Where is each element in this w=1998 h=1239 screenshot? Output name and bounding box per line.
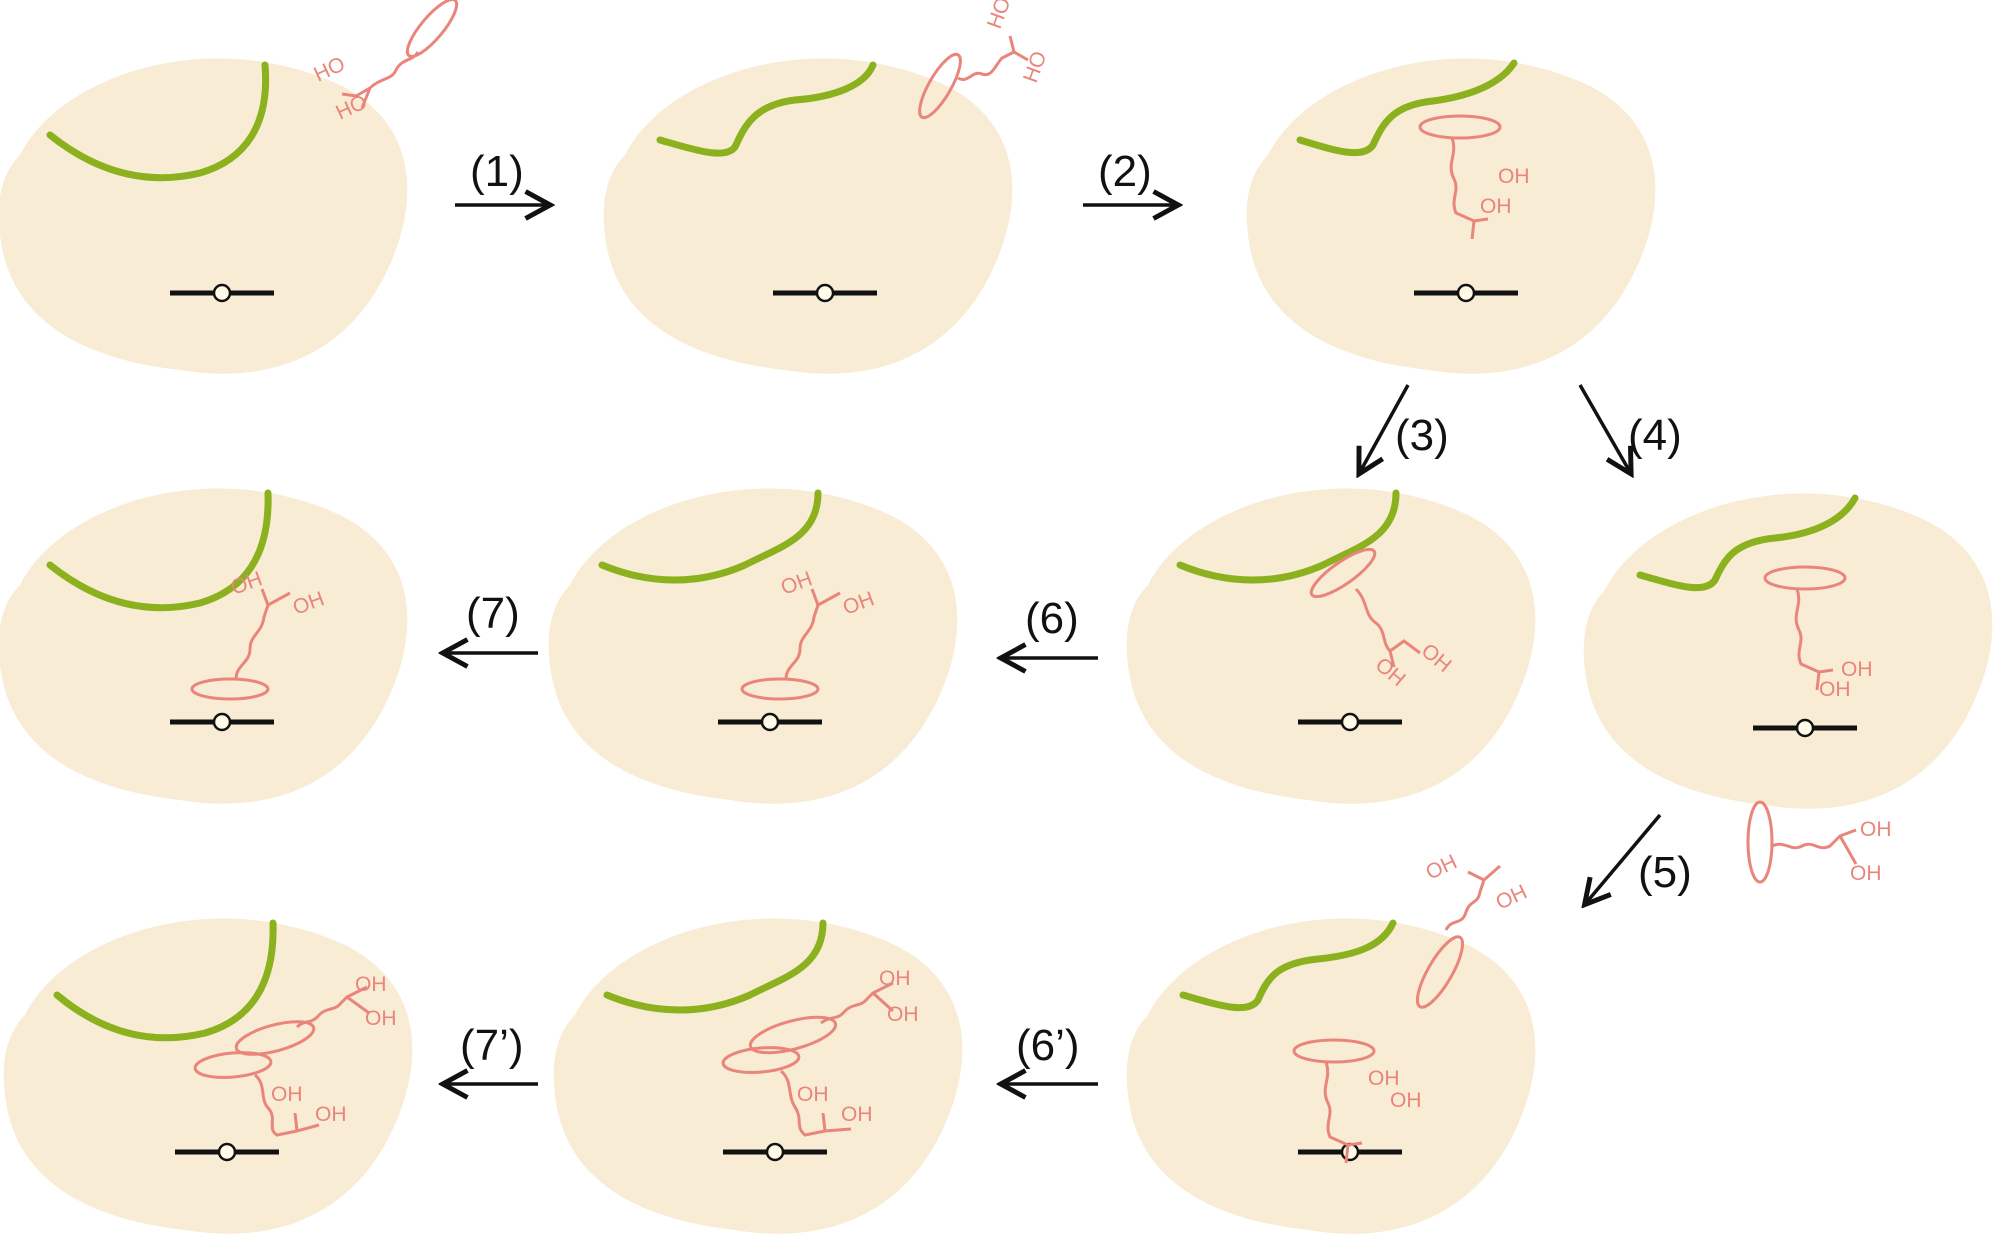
membrane-strand [1176, 489, 1400, 584]
hydroxyl-label: HO [983, 0, 1015, 32]
panel-6: OH OH [548, 488, 958, 804]
hydroxyl-label: OH [271, 1083, 303, 1106]
panel-5-result: OH OH [1126, 918, 1536, 1234]
hydroxyl-label: OH [1841, 658, 1873, 681]
membrane-strand [598, 489, 822, 584]
panel-1 [0, 58, 408, 374]
step-label-6-prime: (6’) [1016, 1021, 1080, 1070]
hydroxyl-label: OH [1390, 1089, 1422, 1112]
hydroxyl-label: OH [1819, 678, 1851, 701]
ligand-chain-2 [957, 35, 1029, 81]
ligand-free-1 [405, 0, 459, 58]
step-label-7-prime: (7’) [460, 1021, 524, 1070]
panel-6-prime: OH OH OH OH [553, 918, 963, 1234]
step-label-1: (1) [470, 147, 524, 196]
hydroxyl-label: OH [315, 1103, 347, 1126]
membrane-strand [46, 489, 272, 612]
step-arrow-5 [1586, 813, 1662, 903]
step-label-2: (2) [1098, 147, 1152, 196]
hydroxyl-label: OH [355, 973, 387, 996]
hydroxyl-label: OH [1480, 195, 1512, 218]
hydroxyl-label: OH [1368, 1067, 1400, 1090]
membrane-strand [1296, 59, 1518, 157]
hydroxyl-label: OH [365, 1007, 397, 1030]
membrane-strand [1636, 494, 1859, 592]
panel-7: OH OH [0, 488, 408, 804]
ligand-chain-1 [341, 51, 420, 109]
panel-7-prime: OH OH OH OH [3, 918, 413, 1234]
membrane-strand [603, 919, 827, 1014]
hydroxyl-label: OH [1498, 165, 1530, 188]
hydroxyl-label: OH [797, 1083, 829, 1106]
panel-3-result: OH OH [1126, 488, 1536, 804]
hydroxyl-label: HO [1019, 48, 1051, 85]
hydroxyl-label: OH [1860, 818, 1892, 841]
hydroxyl-label: OH [879, 967, 911, 990]
step-label-6: (6) [1025, 594, 1079, 643]
step-label-3: (3) [1395, 411, 1449, 460]
hydroxyl-label: OH [841, 1103, 873, 1126]
step-label-4: (4) [1628, 411, 1682, 460]
membrane-strand [53, 919, 277, 1042]
panel-2 [603, 58, 1013, 374]
ligand-bound-2 [918, 52, 962, 120]
panel-4: OH OH [1583, 493, 1993, 809]
step-arrow-3 [1360, 384, 1410, 472]
hydroxyl-label: OH [1422, 850, 1460, 884]
hydroxyl-label: OH [1492, 880, 1530, 914]
membrane-strand [1179, 919, 1397, 1012]
membrane-strand [46, 61, 270, 182]
hydroxyl-label: OH [887, 1003, 919, 1026]
step-label-7: (7) [466, 589, 520, 638]
step-label-5: (5) [1638, 848, 1692, 897]
ligand-released: OH OH [1746, 800, 1892, 885]
panel-3: OH OH [1246, 58, 1656, 374]
step-arrow-4 [1578, 384, 1630, 472]
membrane-strand [656, 61, 877, 157]
hydroxyl-label: OH [1850, 862, 1882, 885]
